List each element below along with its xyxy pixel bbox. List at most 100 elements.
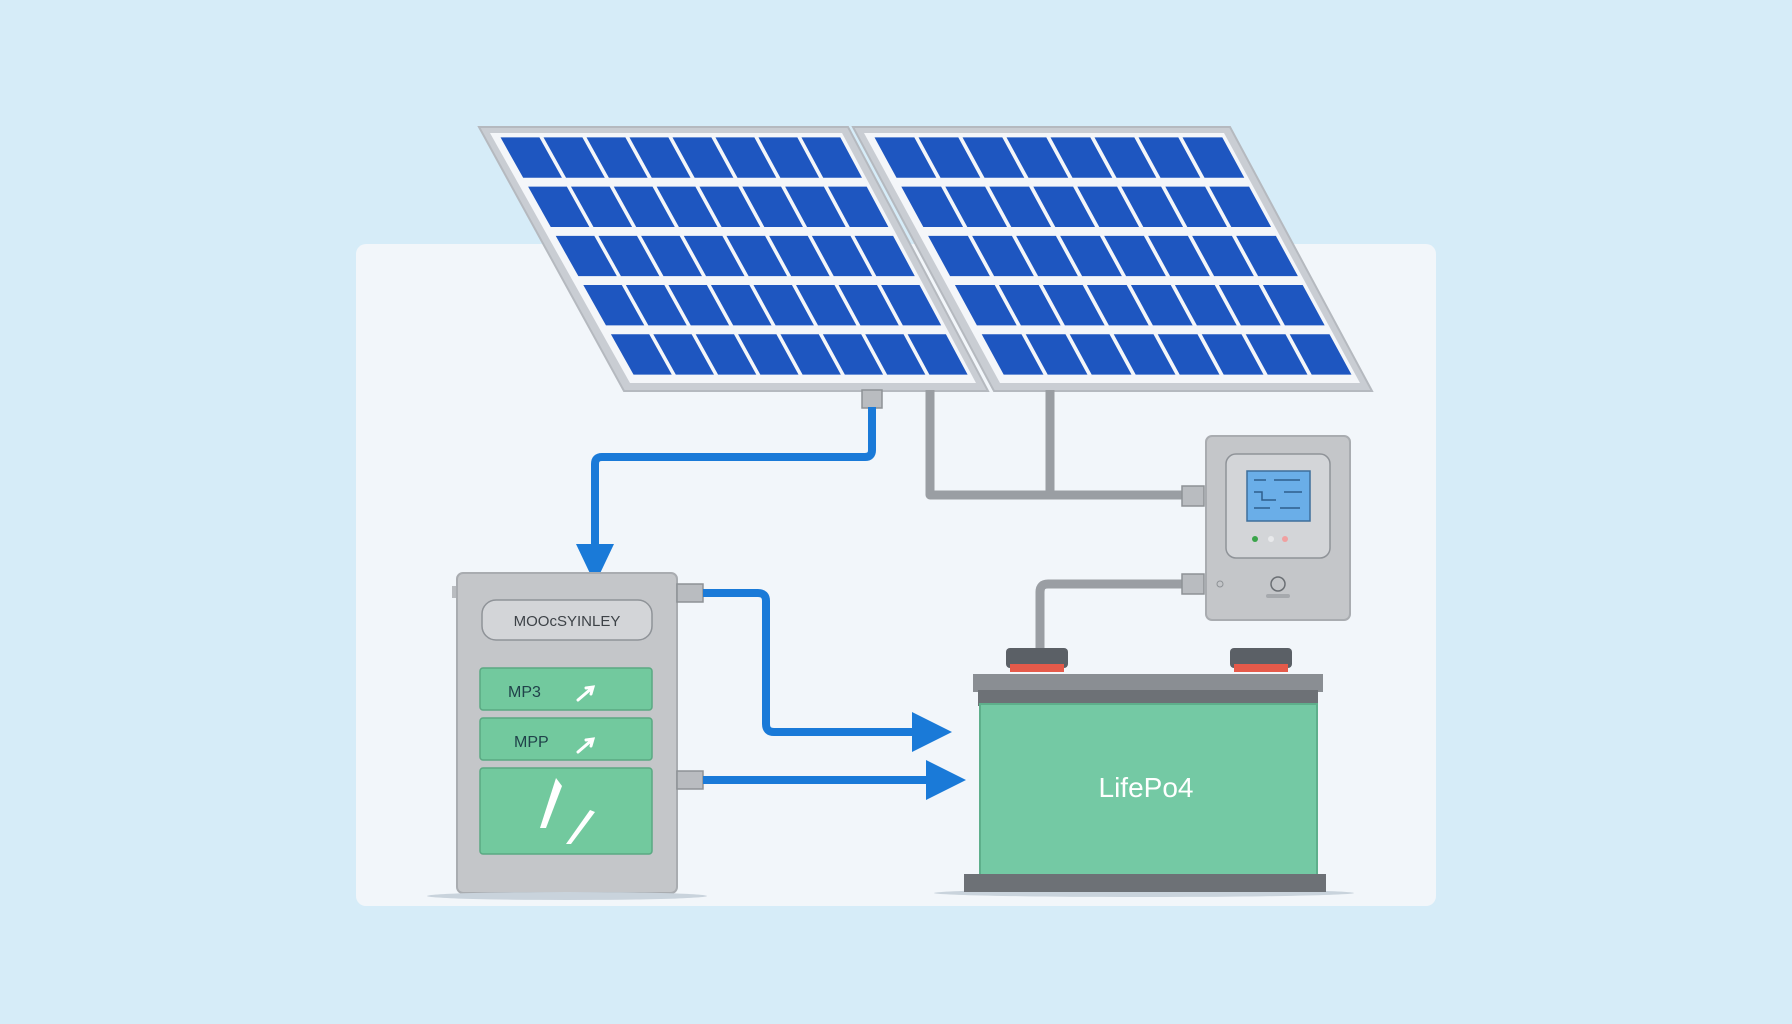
- solar-cell: [1182, 137, 1245, 178]
- solar-cell: [954, 285, 1017, 326]
- lightning-arrow-icon: [576, 685, 596, 702]
- solar-cell: [1060, 235, 1122, 277]
- solar-cell: [962, 137, 1025, 178]
- arrow-right-icon: [912, 712, 952, 752]
- solar-cell: [928, 235, 990, 277]
- solar-cell: [874, 137, 937, 178]
- battery-terminal-negative: [1006, 648, 1068, 668]
- solar-cell: [613, 186, 675, 227]
- controller-brand-text: MOOcSYINLEY: [514, 613, 621, 630]
- solar-cell: [854, 235, 915, 277]
- solar-cell: [555, 235, 617, 277]
- solar-cell: [543, 137, 605, 178]
- solar-cell: [586, 137, 648, 178]
- battery-body: [979, 703, 1318, 877]
- solar-cell: [1006, 137, 1069, 178]
- monitor-connector-top: [1181, 485, 1205, 507]
- solar-cell: [1016, 235, 1078, 277]
- solar-cell: [769, 235, 830, 277]
- solar-cell: [1025, 334, 1088, 375]
- solar-cell: [1148, 235, 1210, 277]
- solar-cell: [742, 186, 803, 227]
- solar-cells-right: [874, 137, 1352, 375]
- solar-cell: [672, 137, 734, 178]
- solar-cell: [998, 285, 1061, 326]
- solar-cell: [598, 235, 660, 277]
- controller-brand-plate: [481, 599, 653, 641]
- solar-cell: [668, 285, 730, 326]
- solar-cell: [1192, 235, 1254, 277]
- solar-cell: [683, 235, 745, 277]
- solar-cell: [945, 186, 1008, 227]
- solar-cell: [1218, 285, 1281, 326]
- solar-cell: [1201, 334, 1264, 375]
- monitor-led-green: [1252, 536, 1258, 542]
- solar-cell: [780, 334, 841, 375]
- lcd-screen-icon: [1246, 470, 1311, 522]
- solar-cell: [1262, 285, 1325, 326]
- controller-connector-bottom: [676, 770, 704, 790]
- monitor-connector-bottom: [1181, 573, 1205, 595]
- solar-cell: [583, 285, 645, 326]
- grey-wire-battery-to-monitor: [1035, 579, 1192, 650]
- solar-cell: [1069, 334, 1132, 375]
- panel-connector: [861, 389, 883, 409]
- solar-cell: [989, 186, 1052, 227]
- solar-cell: [981, 334, 1044, 375]
- solar-cell: [801, 137, 862, 178]
- controller-connector-top: [676, 583, 704, 603]
- solar-cell: [1086, 285, 1149, 326]
- solar-cell: [726, 235, 788, 277]
- solar-cell: [907, 334, 968, 375]
- controller-slot-1: [479, 667, 653, 711]
- solar-cell: [865, 334, 926, 375]
- lifepo4-battery: LifePo4: [934, 648, 1354, 897]
- solar-cell: [1130, 285, 1193, 326]
- controller-slot-2: [479, 717, 653, 761]
- solar-cell: [695, 334, 757, 375]
- lightning-arrow-icon: [576, 737, 596, 754]
- solar-cell: [1174, 285, 1237, 326]
- solar-cell: [629, 137, 691, 178]
- solar-cell: [610, 334, 672, 375]
- solar-cell: [625, 285, 687, 326]
- controller-slot-2-label: MPP: [514, 734, 549, 751]
- solar-cell: [1094, 137, 1157, 178]
- solar-cell: [1138, 137, 1201, 178]
- solar-cell: [500, 137, 562, 178]
- grey-wire-panels-to-monitor: [925, 390, 1192, 500]
- solar-cell: [1245, 334, 1308, 375]
- battery-label: LifePo4: [1099, 772, 1194, 803]
- solar-cell: [838, 285, 899, 326]
- solar-cell: [1236, 235, 1298, 277]
- blue-wire-panel-to-controller: [591, 407, 876, 548]
- solar-cell: [1289, 334, 1352, 375]
- solar-cell: [1033, 186, 1096, 227]
- solar-cell: [1042, 285, 1105, 326]
- solar-cell: [710, 285, 772, 326]
- solar-panel-left: [477, 126, 990, 392]
- solar-cell: [796, 285, 857, 326]
- solar-cell: [1121, 186, 1184, 227]
- charge-controller: MOOcSYINLEY MP3 MPP: [427, 572, 707, 900]
- solar-cell: [656, 186, 718, 227]
- battery-terminal-positive: [1230, 648, 1292, 668]
- solar-cell: [1113, 334, 1176, 375]
- monitor-knob-icon: [1270, 576, 1286, 592]
- solar-cell: [785, 186, 846, 227]
- battery-monitor: [1205, 435, 1351, 621]
- solar-cell: [1077, 186, 1140, 227]
- solar-cell: [827, 186, 889, 227]
- solar-cell: [1050, 137, 1113, 178]
- monitor-led-red: [1282, 536, 1288, 542]
- controller-slot-1-label: MP3: [508, 684, 541, 701]
- solar-cell: [1209, 186, 1272, 227]
- solar-cell: [715, 137, 777, 178]
- solar-cell: [653, 334, 715, 375]
- solar-cell: [699, 186, 761, 227]
- solar-panel-right: [851, 126, 1374, 392]
- solar-cell: [811, 235, 873, 277]
- blue-wire-controller-to-battery-top: [703, 589, 920, 736]
- arrow-down-icon: [576, 544, 614, 584]
